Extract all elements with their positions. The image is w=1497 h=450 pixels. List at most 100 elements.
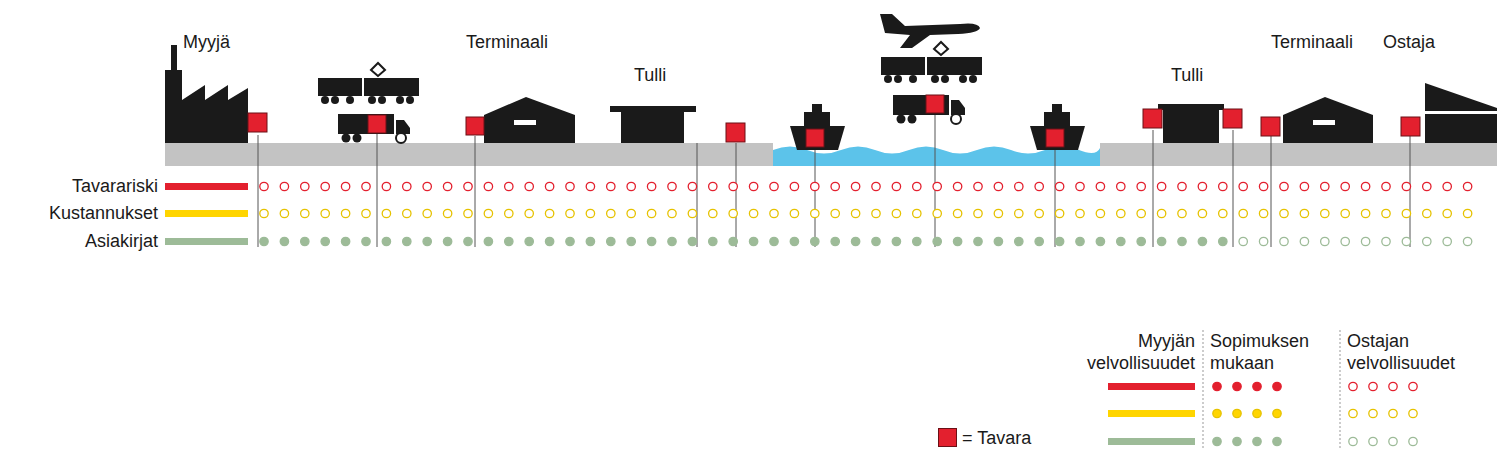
row-dot	[362, 182, 370, 190]
row-dot	[872, 182, 880, 190]
row-dot	[1443, 237, 1451, 245]
row-dots	[260, 182, 1472, 245]
row-dot	[892, 182, 900, 190]
row-dot	[260, 209, 268, 217]
row-dot	[688, 209, 696, 217]
row-dot	[668, 182, 676, 190]
row-dot	[749, 209, 757, 217]
rail-wagon-icon	[881, 42, 982, 83]
row-dot	[301, 182, 309, 190]
row-dot	[790, 209, 798, 217]
row-dot	[647, 182, 655, 190]
row-dot	[1239, 209, 1247, 217]
row-dot	[1273, 409, 1281, 417]
row-dot	[1423, 237, 1431, 245]
row-dot	[1117, 182, 1125, 190]
row-dot	[1382, 182, 1390, 190]
row-dot	[1233, 409, 1241, 417]
row-dot	[729, 182, 737, 190]
airplane-icon	[880, 14, 980, 48]
place-label: Terminaali	[1271, 31, 1353, 53]
row-dot	[627, 209, 635, 217]
legend-dots	[1213, 382, 1417, 445]
row-dot	[729, 209, 737, 217]
row-label: Tavarariski	[72, 175, 158, 197]
row-dot	[525, 182, 533, 190]
row-dot	[1443, 209, 1451, 217]
row-dot	[321, 182, 329, 190]
row-dot	[280, 209, 288, 217]
row-dot	[1402, 237, 1410, 245]
row-dot	[1341, 209, 1349, 217]
row-dot	[1341, 182, 1349, 190]
row-dot	[382, 182, 390, 190]
row-dot	[301, 237, 309, 245]
row-dot	[1300, 182, 1308, 190]
row-dot	[811, 182, 819, 190]
row-dot	[1409, 382, 1417, 390]
row-dot	[770, 182, 778, 190]
customs-icon	[1158, 104, 1224, 143]
row-dot	[1213, 437, 1221, 445]
row-dot	[1369, 409, 1377, 417]
row-dot	[301, 209, 309, 217]
row-dot	[1389, 409, 1397, 417]
row-dot	[1389, 437, 1397, 445]
row-dot	[1463, 182, 1471, 190]
row-dot	[953, 182, 961, 190]
row-dot	[505, 209, 513, 217]
row-dot	[1300, 237, 1308, 245]
row-dot	[341, 237, 349, 245]
row-dot	[586, 182, 594, 190]
row-dot	[1423, 182, 1431, 190]
row-label: Asiakirjat	[85, 230, 158, 252]
row-dot	[892, 209, 900, 217]
row-dot	[566, 209, 574, 217]
row-dot	[362, 237, 370, 245]
row-dot	[1178, 182, 1186, 190]
row-dot	[260, 237, 268, 245]
row-dot	[586, 209, 594, 217]
row-dot	[1409, 437, 1417, 445]
row-dot	[1035, 182, 1043, 190]
place-label: Tulli	[634, 64, 666, 86]
row-dot	[994, 237, 1002, 245]
row-dot	[525, 209, 533, 217]
row-dot	[831, 237, 839, 245]
row-dot	[1349, 437, 1357, 445]
row-dot	[382, 237, 390, 245]
row-dot	[1402, 209, 1410, 217]
row-dot	[1157, 209, 1165, 217]
row-dot	[1137, 209, 1145, 217]
row-dot	[1273, 437, 1281, 445]
row-dot	[1341, 237, 1349, 245]
row-dot	[749, 237, 757, 245]
legend-swatch	[938, 428, 957, 447]
row-dot	[1233, 437, 1241, 445]
row-dot	[1280, 237, 1288, 245]
row-label: Kustannukset	[49, 202, 158, 224]
row-dot	[668, 237, 676, 245]
row-dot	[505, 182, 513, 190]
row-dot	[872, 209, 880, 217]
row-dot	[280, 237, 288, 245]
legend-text: = Tavara	[962, 427, 1031, 449]
row-dot	[1035, 237, 1043, 245]
row-dot	[1361, 182, 1369, 190]
row-dot	[403, 209, 411, 217]
row-dot	[872, 237, 880, 245]
row-dot	[1280, 209, 1288, 217]
legend-text: Myyjän velvollisuudet	[1055, 330, 1195, 374]
row-dot	[994, 209, 1002, 217]
row-dot	[627, 182, 635, 190]
row-dot	[668, 209, 676, 217]
row-dot	[341, 182, 349, 190]
row-dot	[1055, 182, 1063, 190]
row-dot	[1382, 209, 1390, 217]
row-dot	[1096, 209, 1104, 217]
row-dot	[1117, 209, 1125, 217]
truck-icon	[893, 95, 965, 124]
row-dot	[1253, 409, 1261, 417]
row-dot	[1259, 182, 1267, 190]
row-dot	[1369, 437, 1377, 445]
